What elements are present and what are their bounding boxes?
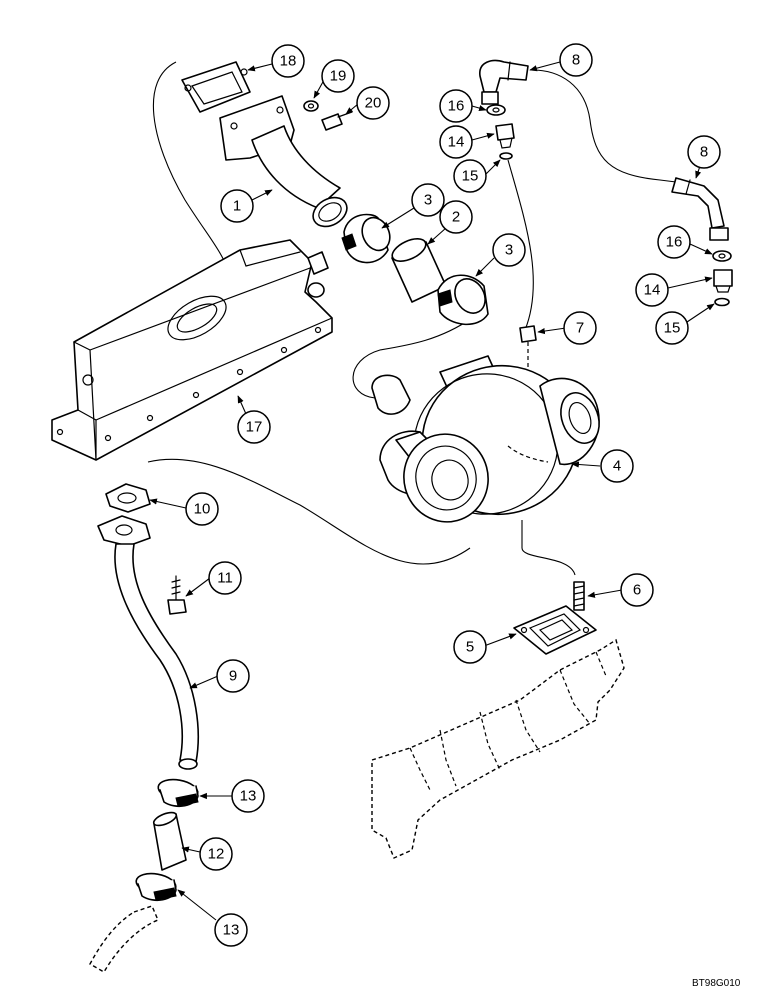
svg-text:20: 20 xyxy=(365,95,382,112)
svg-text:7: 7 xyxy=(576,320,584,337)
callout-6: 6 xyxy=(620,573,654,607)
callout-18: 18 xyxy=(271,44,305,78)
svg-text:2: 2 xyxy=(452,209,460,226)
callout-19: 19 xyxy=(321,59,355,93)
callout-8-right: 8 xyxy=(687,135,721,169)
drain-hose-12 xyxy=(152,811,187,871)
svg-text:1: 1 xyxy=(233,198,241,215)
oil-line-8-lower-end xyxy=(671,177,729,241)
stud-6 xyxy=(573,581,585,611)
hose-clamp-13-lower xyxy=(135,872,177,902)
svg-text:18: 18 xyxy=(280,53,297,70)
callout-4: 4 xyxy=(600,449,634,483)
hose-clamp-3-upper xyxy=(341,213,391,264)
svg-text:15: 15 xyxy=(462,168,479,185)
turbocharger-4 xyxy=(371,355,600,523)
hose-sleeve-2 xyxy=(391,238,447,303)
washer-19 xyxy=(303,100,319,112)
exhaust-manifold-reference xyxy=(371,638,625,859)
hose-clamp-3-lower xyxy=(437,274,489,326)
fitting-14-upper xyxy=(495,123,515,149)
callout-13-upper: 13 xyxy=(231,779,265,813)
washer-16-upper xyxy=(486,104,506,116)
svg-text:17: 17 xyxy=(246,419,263,436)
washer-16-right xyxy=(712,250,732,262)
drain-gasket-10 xyxy=(105,483,151,513)
callout-13-lower: 13 xyxy=(214,913,248,947)
svg-text:5: 5 xyxy=(466,639,474,656)
callout-2: 2 xyxy=(439,200,473,234)
callout-8-upper: 8 xyxy=(559,43,593,77)
intake-manifold-17 xyxy=(51,239,333,461)
svg-text:16: 16 xyxy=(448,98,465,115)
svg-text:10: 10 xyxy=(194,501,211,518)
callout-3-lower: 3 xyxy=(492,233,526,267)
svg-text:13: 13 xyxy=(223,922,240,939)
turbo-gasket-5 xyxy=(513,605,597,655)
callout-16-right: 16 xyxy=(657,225,691,259)
callout-5: 5 xyxy=(453,630,487,664)
svg-text:8: 8 xyxy=(700,144,708,161)
callout-15-right: 15 xyxy=(655,311,689,345)
svg-text:19: 19 xyxy=(330,68,347,85)
svg-text:9: 9 xyxy=(229,668,237,685)
group-wire-clamp-to-turbo xyxy=(352,317,473,399)
fitting-14-right xyxy=(713,269,733,293)
svg-text:4: 4 xyxy=(613,458,621,475)
svg-text:14: 14 xyxy=(448,134,465,151)
o-ring-15-right xyxy=(714,297,730,307)
callout-11: 11 xyxy=(208,561,242,595)
svg-text:11: 11 xyxy=(217,570,233,587)
svg-text:12: 12 xyxy=(208,846,225,863)
gasket-18 xyxy=(181,61,251,113)
group-wire-turbo-to-exhaust-manifold xyxy=(521,520,576,576)
svg-text:3: 3 xyxy=(505,242,513,259)
bolt-11 xyxy=(167,575,187,615)
svg-text:8: 8 xyxy=(572,52,580,69)
fitting-7 xyxy=(519,325,537,370)
callout-9: 9 xyxy=(216,659,250,693)
callout-14-right: 14 xyxy=(635,273,669,307)
callout-16-upper: 16 xyxy=(439,89,473,123)
group-wire-elbow-to-manifold xyxy=(152,61,229,281)
group-wire-drain-tube-to-turbo xyxy=(147,458,471,565)
callout-3-upper: 3 xyxy=(411,183,445,217)
reference-code: BT98G010 xyxy=(692,978,741,989)
engine-drain-connection-reference xyxy=(89,905,159,973)
group-wire-oil-line-to-turbo xyxy=(507,159,534,331)
hose-clamp-13-upper xyxy=(157,778,199,808)
callout-14-upper: 14 xyxy=(439,125,473,159)
svg-text:13: 13 xyxy=(240,788,257,805)
svg-text:14: 14 xyxy=(644,282,661,299)
svg-text:3: 3 xyxy=(424,192,432,209)
callout-12: 12 xyxy=(199,837,233,871)
oil-line-8-upper-end xyxy=(479,59,529,105)
callout-1: 1 xyxy=(220,189,254,223)
callout-7: 7 xyxy=(563,311,597,345)
intake-elbow-1 xyxy=(219,95,348,228)
svg-text:15: 15 xyxy=(664,320,681,337)
bolt-20 xyxy=(321,111,353,131)
callout-10: 10 xyxy=(185,492,219,526)
callout-15-upper: 15 xyxy=(453,159,487,193)
callout-20: 20 xyxy=(356,86,390,120)
svg-text:16: 16 xyxy=(666,234,683,251)
svg-text:6: 6 xyxy=(633,582,641,599)
oil-drain-tube-9 xyxy=(97,515,199,770)
o-ring-15-upper xyxy=(499,152,513,160)
callout-17: 17 xyxy=(237,410,271,444)
group-wire-oil-line-ends xyxy=(531,69,677,183)
leader-lines xyxy=(149,61,715,921)
